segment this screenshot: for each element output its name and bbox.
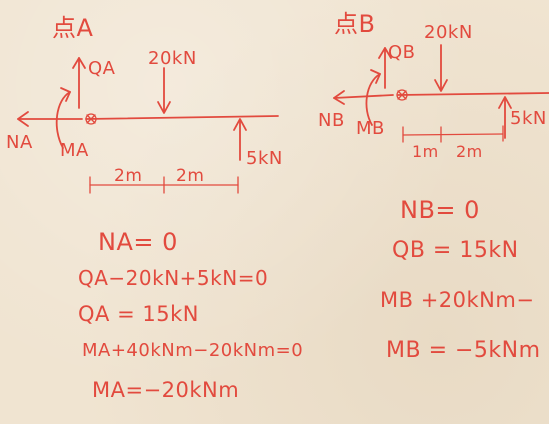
title-point-a: 点A [52,14,94,42]
equation-b-1: NB= 0 [400,196,480,224]
diagram-a [17,57,279,194]
section-mark-b [396,89,408,101]
equation-a-3: QA = 15kN [78,302,199,326]
label-na: NA [6,132,33,153]
label-nb: NB [318,110,345,131]
section-mark-a [85,113,97,125]
equation-a-5: MA=−20kNm [92,378,240,402]
dimension-line-b [402,133,504,136]
moment-arc-a [55,91,71,149]
beam-a [85,115,279,120]
title-point-b: 点B [334,10,376,38]
equation-b-2: QB = 15kN [392,238,519,263]
dim-left-a: 2m [114,166,143,186]
label-qa: QA [88,58,116,79]
equation-a-1: NA= 0 [98,228,178,256]
dim-right-b: 2m [456,142,483,161]
label-mb: MB [356,118,385,139]
normal-force-arrow-b [333,94,394,99]
moment-arc-b [365,73,381,126]
label-end-load-a: 5kN [246,148,283,169]
equation-a-4: MA+40kNm−20kNm=0 [82,340,304,361]
label-qb: QB [388,42,416,63]
label-ma: MA [60,140,89,161]
equation-b-4: MB = −5kNm [386,338,541,363]
label-load-b: 20kN [424,22,473,43]
dim-left-b: 1m [412,142,439,161]
equation-b-3: MB +20kNm− [380,288,535,312]
equation-a-2: QA−20kN+5kN=0 [78,266,269,290]
label-end-load-b: 5kN [510,108,547,129]
dim-right-a: 2m [176,166,205,186]
label-load-a: 20kN [148,48,197,69]
beam-b [397,92,549,96]
diagram-b [333,44,549,143]
